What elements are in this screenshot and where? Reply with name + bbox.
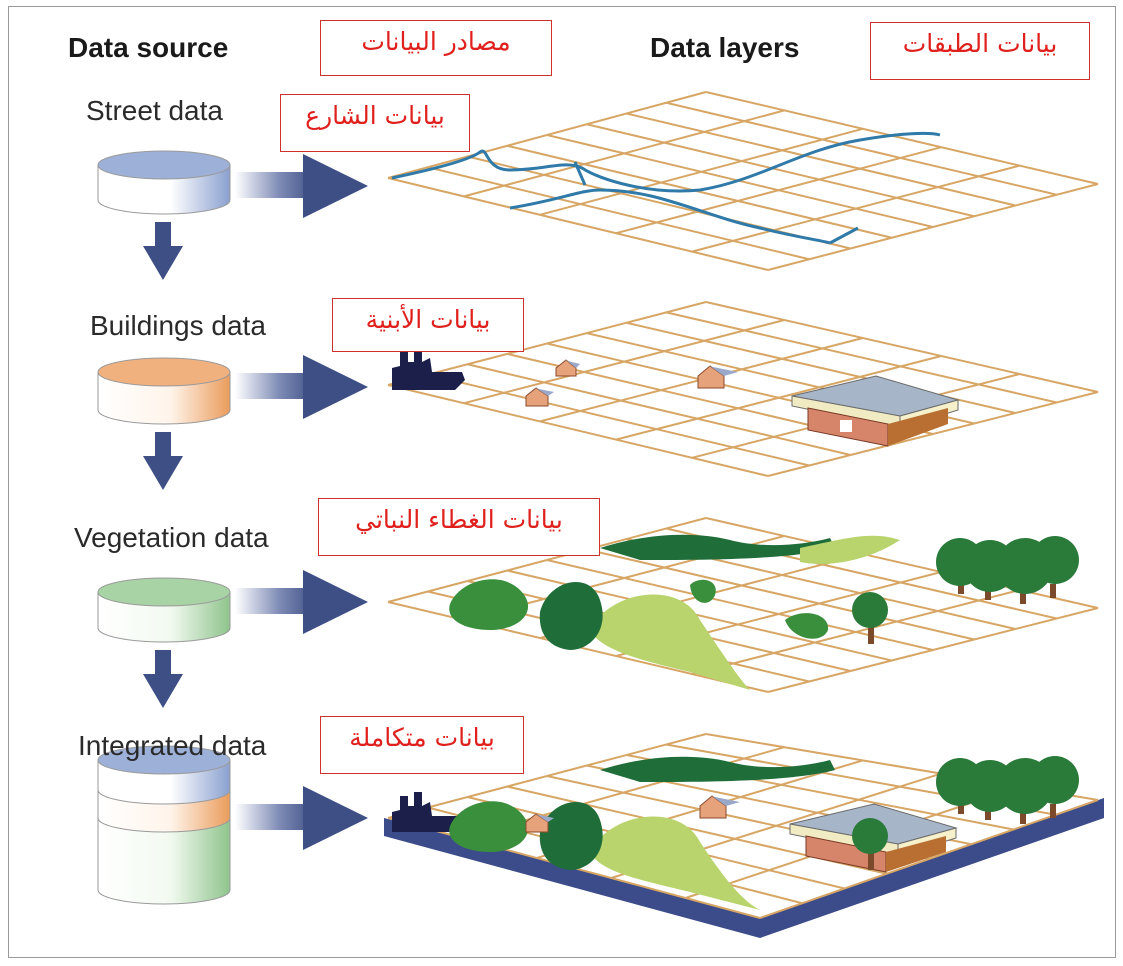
house-icon xyxy=(555,359,580,377)
data-layers-header: Data layers xyxy=(650,32,800,63)
integrated-data-arabic-label: بيانات متكاملة xyxy=(320,716,524,774)
down-arrow-icon xyxy=(143,222,183,280)
vegetation-patch xyxy=(590,816,760,910)
down-arrows xyxy=(143,222,183,708)
grid-line xyxy=(767,607,1099,693)
vegetation-patch xyxy=(449,801,529,852)
buildings-grid xyxy=(387,301,1099,477)
data-source-arabic-label: مصادر البيانات xyxy=(320,20,552,76)
right-arrow-icon xyxy=(235,355,368,419)
grid-line xyxy=(463,319,785,405)
vegetation-data-label: Vegetation data xyxy=(74,522,269,553)
grid-line xyxy=(387,517,707,603)
street-layer xyxy=(387,91,1099,271)
right-arrows xyxy=(235,154,368,850)
house-icon xyxy=(525,387,554,407)
base-slab xyxy=(384,798,1104,938)
buildings-database-icon xyxy=(97,357,231,425)
house-icon xyxy=(525,813,554,833)
street-grid xyxy=(387,91,1099,271)
grid-line xyxy=(666,311,1057,404)
vegetation-patch xyxy=(600,756,835,782)
integrated-database-icon xyxy=(97,745,231,905)
factory-icon xyxy=(392,792,463,832)
grid-line xyxy=(387,301,707,386)
right-arrow-icon xyxy=(235,570,368,634)
down-arrow-icon xyxy=(143,432,183,490)
grid-line xyxy=(615,355,942,441)
street-database-icon xyxy=(97,150,231,215)
grid-line xyxy=(586,123,975,218)
integrated-data-label: Integrated data xyxy=(78,730,267,761)
grid-line xyxy=(705,301,1099,393)
grid-line xyxy=(463,109,785,198)
grid-line xyxy=(387,91,707,179)
grid-line xyxy=(427,166,810,261)
data-source-header: Data source xyxy=(68,32,229,63)
street-line xyxy=(509,188,831,245)
house-icon xyxy=(697,365,738,389)
large-building-icon xyxy=(791,375,960,447)
grid-line xyxy=(615,146,942,235)
grid-line xyxy=(387,384,769,477)
vegetation-database-icon xyxy=(97,577,231,643)
grid-line xyxy=(705,517,1099,609)
grid-line xyxy=(705,91,1099,185)
factory-icon xyxy=(392,348,465,390)
tree-icon xyxy=(852,818,888,870)
vegetation-patch xyxy=(539,802,603,870)
grid-line xyxy=(586,548,975,641)
grid-line xyxy=(539,127,864,216)
vegetation-patch xyxy=(600,534,835,560)
data-layers-arabic-label: بيانات الطبقات xyxy=(870,22,1090,80)
grid-line xyxy=(767,391,1099,477)
grid-line xyxy=(691,164,1020,253)
tree-group-icon xyxy=(936,756,1079,824)
street-line xyxy=(391,131,941,193)
down-arrow-icon xyxy=(143,650,183,708)
street-data-arabic-label: بيانات الشارع xyxy=(280,94,470,152)
tree-icon xyxy=(852,592,888,644)
grid-line xyxy=(387,177,769,271)
buildings-data-label: Buildings data xyxy=(90,310,266,341)
grid-line xyxy=(427,373,810,467)
vegetation-layer xyxy=(387,517,1099,693)
tree-group-icon xyxy=(936,536,1079,604)
grid-line xyxy=(666,101,1057,196)
grid-line xyxy=(626,112,1016,207)
buildings-data-arabic-label: بيانات الأبنية xyxy=(332,298,524,352)
grid-line xyxy=(759,799,1099,919)
vegetation-patch xyxy=(690,579,716,603)
integrated-layer xyxy=(384,733,1104,938)
vegetation-data-arabic-label: بيانات الغطاء النباتي xyxy=(318,498,600,556)
vegetation-patch xyxy=(590,594,750,690)
house-icon xyxy=(699,795,740,819)
vegetation-patch xyxy=(449,579,529,630)
grid-line xyxy=(467,363,851,456)
vegetation-patch xyxy=(785,613,829,639)
grid-line xyxy=(507,144,892,239)
vegetation-patch xyxy=(539,582,603,650)
street-line xyxy=(573,161,859,245)
vegetation-patch xyxy=(800,535,900,564)
right-arrow-icon xyxy=(235,154,368,218)
street-data-label: Street data xyxy=(86,95,223,126)
grid-line xyxy=(387,733,707,819)
right-arrow-icon xyxy=(235,786,368,850)
grid-line xyxy=(691,589,1020,675)
buildings-layer xyxy=(387,301,1099,477)
grid-line xyxy=(767,183,1099,271)
